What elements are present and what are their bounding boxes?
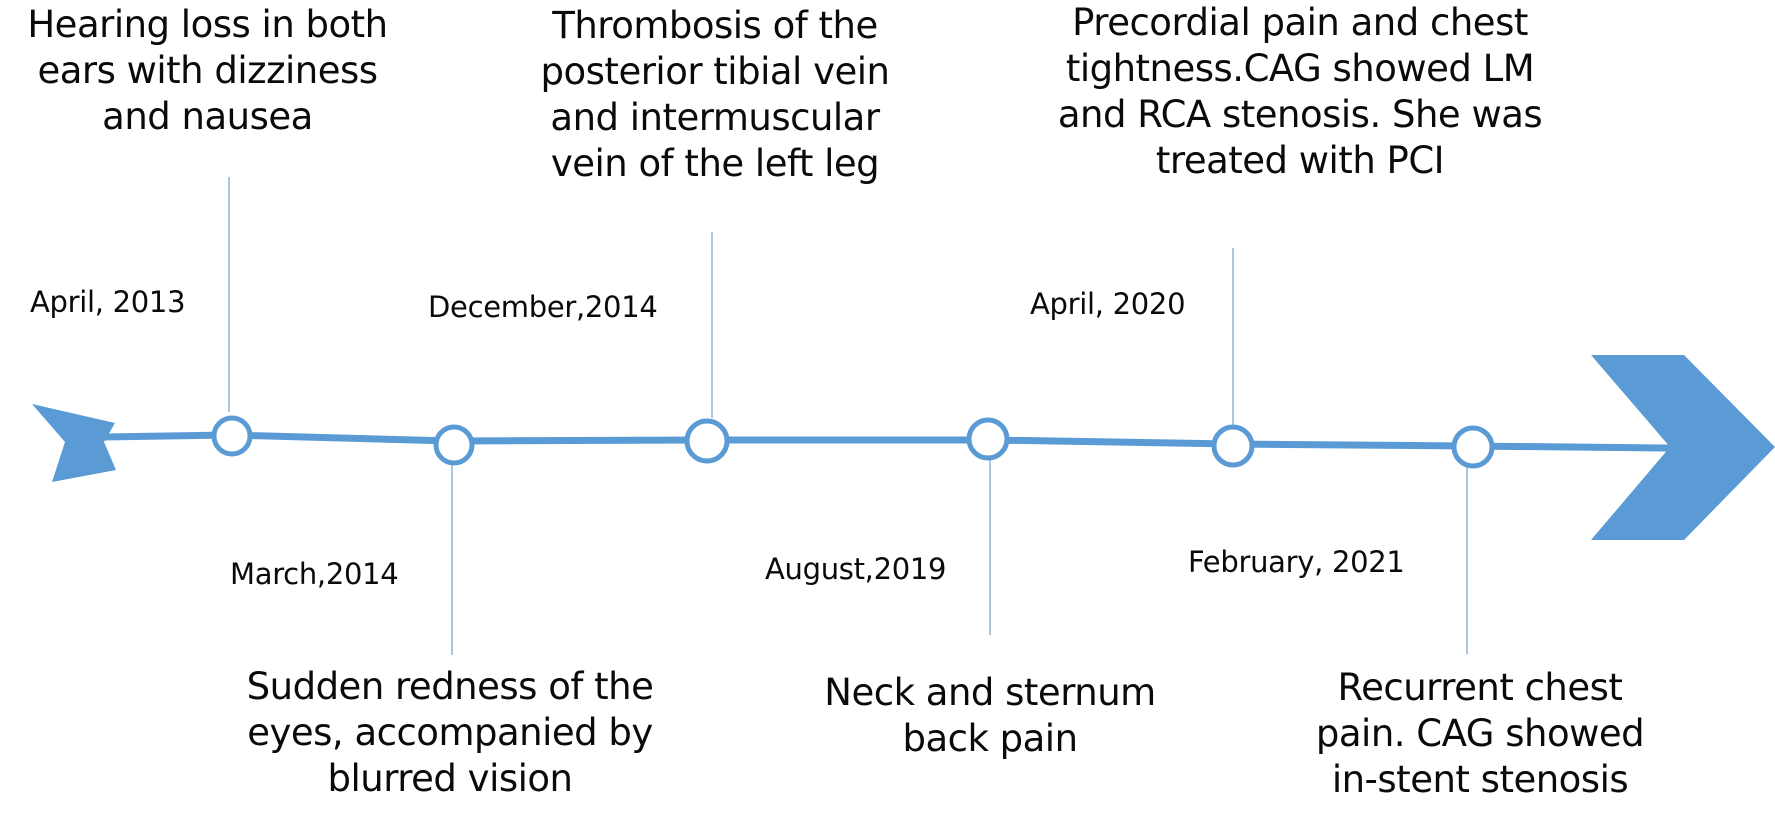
event-date-3: December,2014 xyxy=(428,290,658,324)
timeline-node-1[interactable] xyxy=(211,415,253,457)
event-description-1: Hearing loss in both ears with dizziness… xyxy=(27,3,388,138)
event-date-4: August,2019 xyxy=(765,552,947,586)
timeline-node-3[interactable] xyxy=(684,418,730,464)
event-date-1: April, 2013 xyxy=(30,285,186,319)
timeline-axis xyxy=(101,431,1674,452)
event-description-2: Sudden redness of the eyes, accompanied … xyxy=(246,665,654,800)
event-date-6: February, 2021 xyxy=(1188,545,1405,579)
event-description-6: Recurrent chest pain. CAG showed in-sten… xyxy=(1315,666,1645,801)
event-description-3: Thrombosis of the posterior tibial vein … xyxy=(540,4,890,185)
event-date-2: March,2014 xyxy=(230,557,399,591)
timeline-node-6[interactable] xyxy=(1451,425,1495,469)
arrow-tail-icon xyxy=(32,404,116,482)
event-description-5: Precordial pain and chest tightness.CAG … xyxy=(1057,1,1543,182)
chevron-arrow-head-icon xyxy=(1591,355,1775,540)
timeline-node-5[interactable] xyxy=(1211,424,1255,468)
event-description-4: Neck and sternum back pain xyxy=(824,671,1156,760)
timeline-node-4[interactable] xyxy=(966,417,1010,461)
timeline-node-2[interactable] xyxy=(433,424,475,466)
event-date-5: April, 2020 xyxy=(1030,287,1186,321)
